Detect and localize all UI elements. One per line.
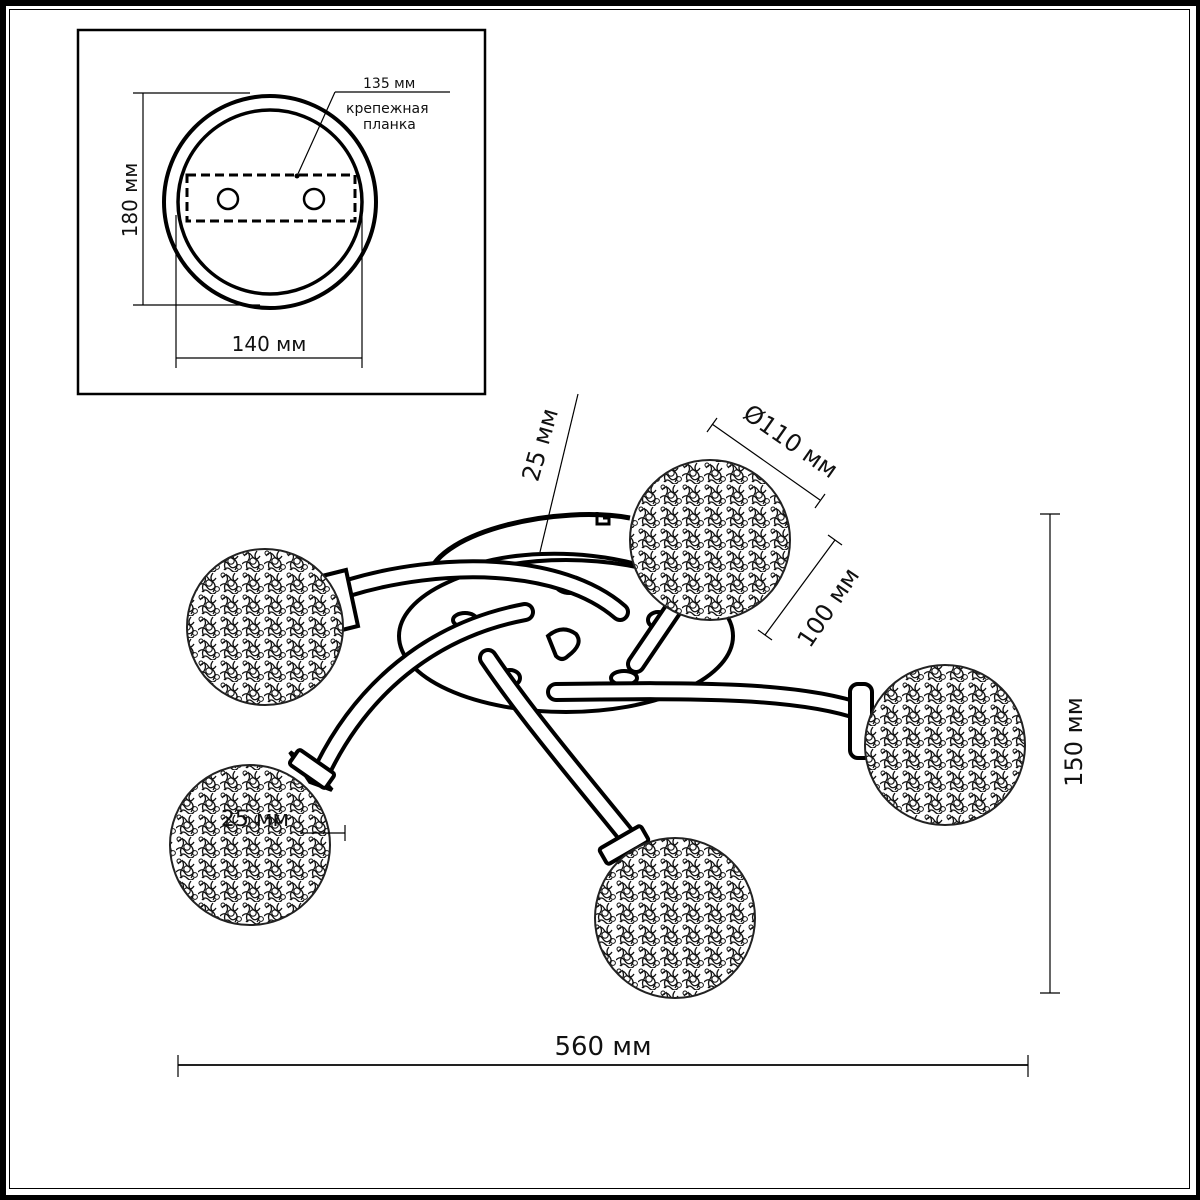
arm-top-left-fill: [342, 563, 626, 618]
diameter-tick-b: [814, 493, 826, 509]
dim-holder-label: 25 мм: [221, 807, 289, 832]
screw-hole-left: [216, 187, 240, 211]
screw-hole-right: [302, 187, 326, 211]
plate-label-line2: планка: [363, 117, 416, 133]
arm-length-tick-b: [757, 629, 773, 641]
canopy-front-disc: [397, 558, 735, 714]
dim-height-label: 180 мм: [118, 163, 142, 238]
mesh-shade-bottom-left: [169, 764, 331, 926]
inner-frame: [9, 9, 1190, 1189]
dim-arm-length-label: 100 мм: [792, 563, 865, 653]
dim-height-label: 150 мм: [1060, 697, 1088, 787]
dim-plate-label: 135 мм: [363, 76, 415, 92]
mesh-shade-bottom: [594, 837, 756, 999]
diameter-dim-line: [711, 423, 821, 501]
arm-bottom-fill: [482, 652, 636, 846]
plate-label-line1: крепежная: [346, 101, 429, 117]
dim-width-label: 140 мм: [232, 332, 307, 356]
mesh-shade-right: [864, 664, 1026, 826]
lamp-drawing: [169, 459, 1026, 999]
mesh-shade-top: [629, 459, 791, 621]
mounting-plate-dashed: [185, 173, 357, 223]
inset-border: [76, 28, 487, 396]
dim-width-label: 560 мм: [554, 1032, 651, 1062]
inset-panel: 135 мм крепежная планка 180 мм 140 мм: [76, 28, 487, 396]
base-offset-line: [539, 393, 579, 553]
center-cap: [545, 627, 581, 661]
arm-length-tick-a: [827, 534, 843, 546]
dim-shade-diameter-label: Ø110 мм: [738, 399, 843, 484]
canopy-outer-circle: [162, 94, 378, 310]
arm-bottom-left-fill: [314, 606, 531, 781]
arm-bottom-left-outline: [310, 602, 535, 785]
canopy-back-rim: [425, 512, 631, 577]
dim-base-offset-label: 25 мм: [517, 405, 564, 484]
arm-right-fill: [550, 685, 868, 718]
holder-bottom-left-cap: [287, 748, 337, 790]
diameter-tick-a: [706, 417, 718, 433]
mesh-shade-top-left: [186, 548, 344, 706]
canopy-inner-circle: [176, 108, 364, 296]
arm-length-dim-line: [764, 539, 836, 636]
canopy-notch: [595, 512, 611, 526]
arm-top-fill: [630, 599, 682, 670]
leader-line: [296, 91, 336, 177]
